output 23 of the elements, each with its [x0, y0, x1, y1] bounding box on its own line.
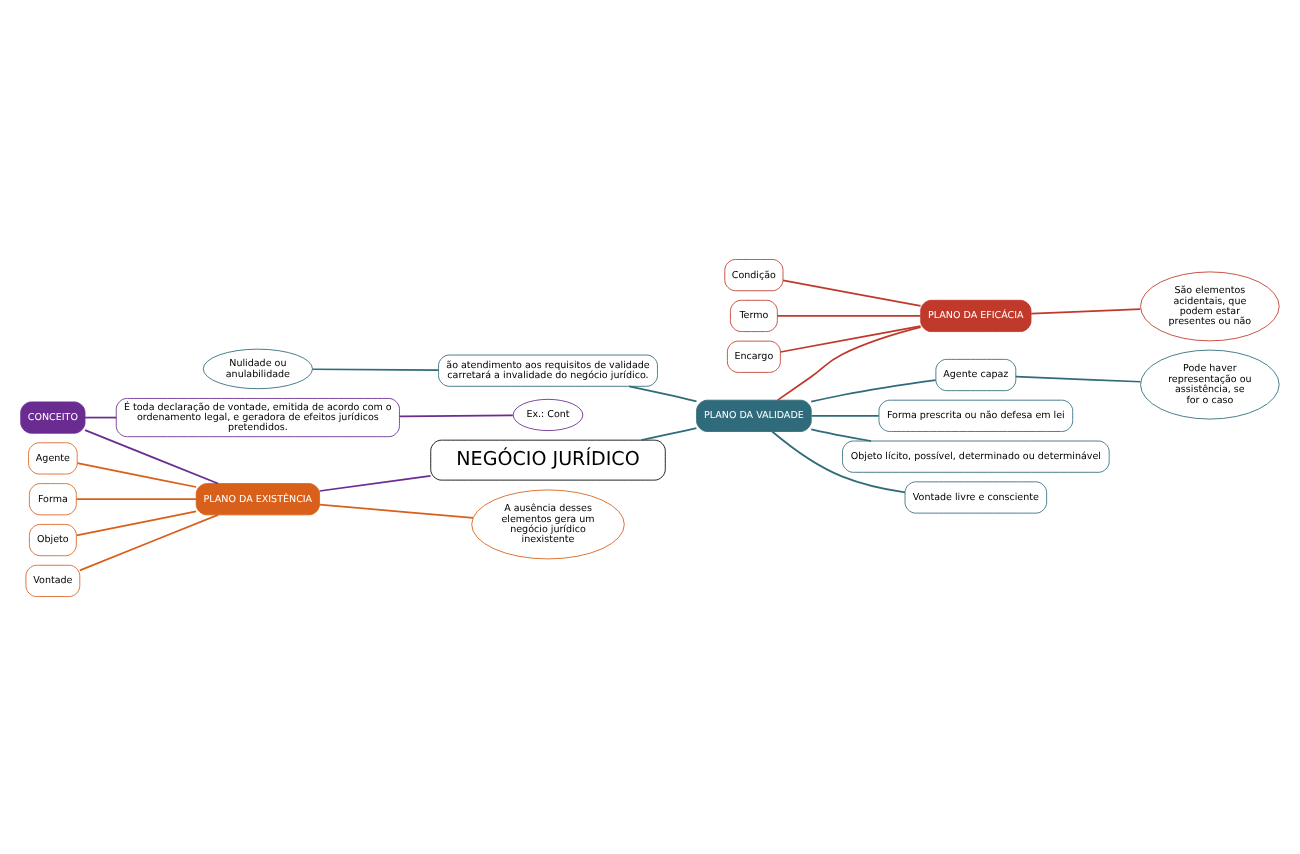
connector: [318, 502, 474, 518]
connector: [311, 367, 440, 370]
connector: [640, 426, 698, 440]
connector: [776, 325, 922, 401]
connector: [84, 428, 219, 484]
connector: [810, 413, 880, 416]
connector: [398, 413, 514, 417]
node-box: NEGÓCIO JURÍDICO: [430, 438, 666, 480]
connector: [779, 324, 922, 352]
connector: [1030, 307, 1142, 314]
connector: [628, 384, 698, 402]
connector: [810, 427, 872, 441]
connector: [1015, 374, 1142, 382]
connector: [782, 278, 922, 306]
connector: [84, 415, 118, 418]
connector: [79, 513, 219, 571]
connector: [76, 461, 197, 487]
connector: [75, 497, 197, 500]
connector: [75, 509, 197, 536]
connector: [318, 474, 432, 491]
connector: [776, 314, 922, 316]
connector: [810, 378, 937, 402]
connector: [771, 429, 906, 493]
